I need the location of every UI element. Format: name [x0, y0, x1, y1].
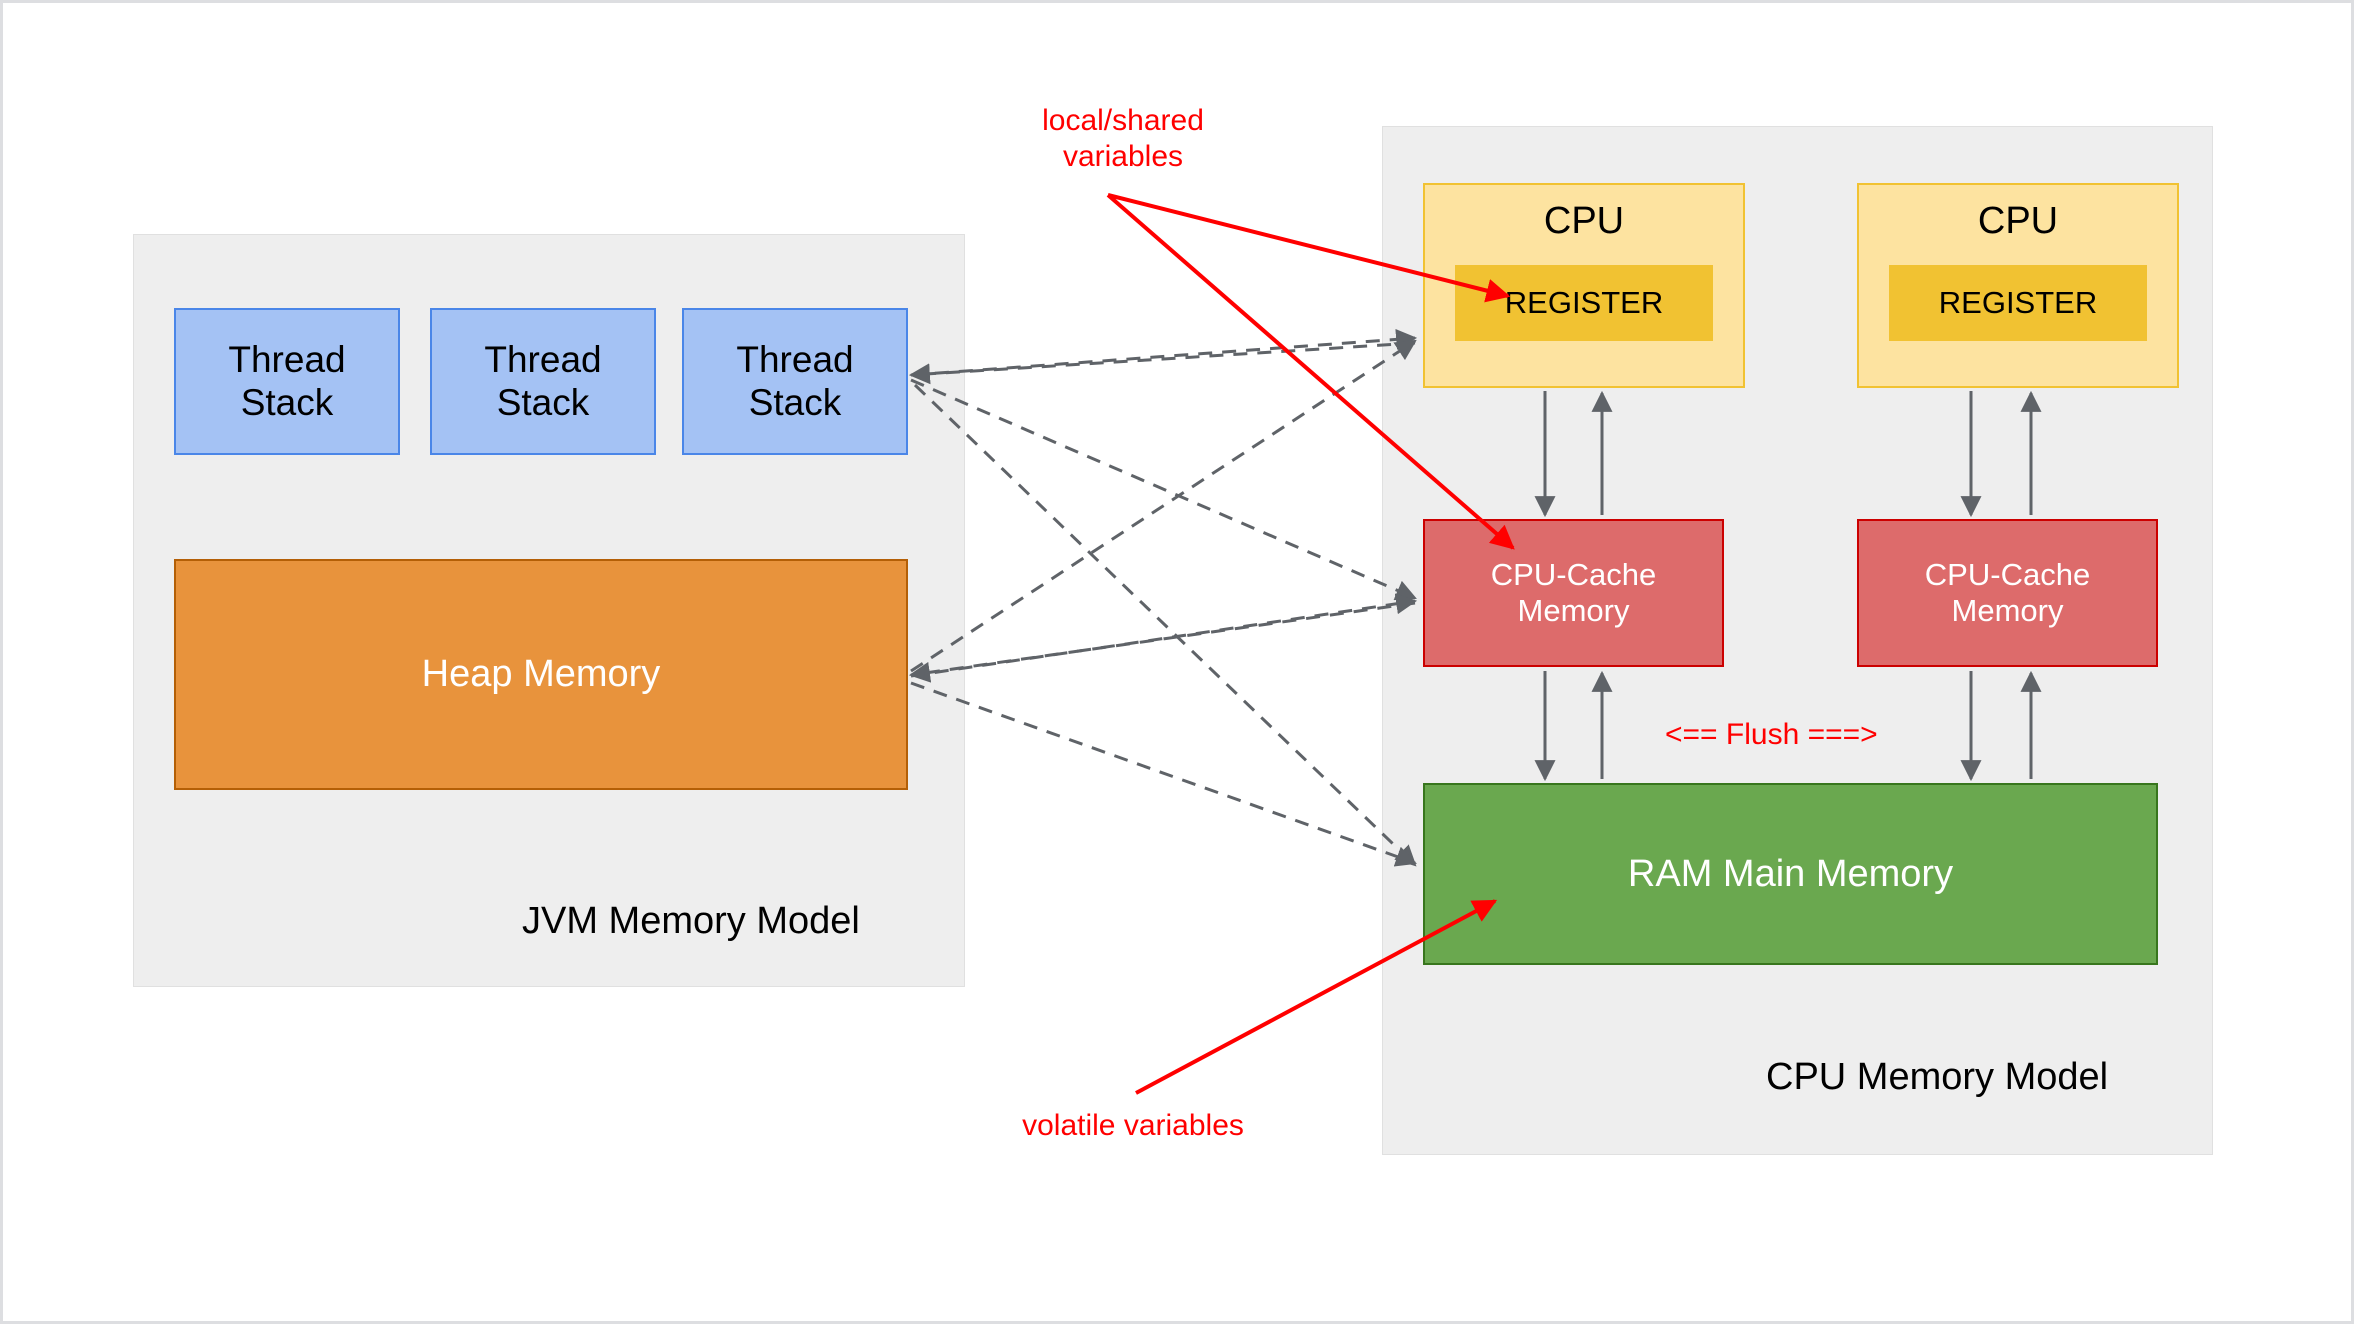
- thread-stack-box-2[interactable]: Thread Stack: [430, 308, 656, 455]
- cpu-label-2: CPU: [1977, 200, 2059, 242]
- volatile-variables-annotation: volatile variables: [1022, 1109, 1244, 1142]
- thread-stack-box-3[interactable]: Thread Stack: [682, 308, 908, 455]
- register-box-2[interactable]: REGISTER: [1889, 265, 2147, 341]
- local-shared-variables-annotation: local/shared variables: [1042, 104, 1204, 173]
- cpu-label-1: CPU: [1543, 200, 1625, 242]
- jvm-memory-model-title: JVM Memory Model: [522, 900, 860, 942]
- cpu-cache-memory-box-1[interactable]: CPU-Cache Memory: [1423, 519, 1724, 667]
- ram-main-memory-box[interactable]: RAM Main Memory: [1423, 783, 2158, 965]
- flush-annotation: <== Flush ===>: [1665, 718, 1878, 751]
- cpu-box-1[interactable]: CPU REGISTER: [1423, 183, 1745, 388]
- cpu-box-2[interactable]: CPU REGISTER: [1857, 183, 2179, 388]
- heap-memory-box[interactable]: Heap Memory: [174, 559, 908, 790]
- cpu-cache-memory-box-2[interactable]: CPU-Cache Memory: [1857, 519, 2158, 667]
- dashed-connector-group: [908, 328, 1418, 867]
- register-box-1[interactable]: REGISTER: [1455, 265, 1713, 341]
- cpu-memory-model-title: CPU Memory Model: [1766, 1056, 2109, 1098]
- thread-stack-box-1[interactable]: Thread Stack: [174, 308, 400, 455]
